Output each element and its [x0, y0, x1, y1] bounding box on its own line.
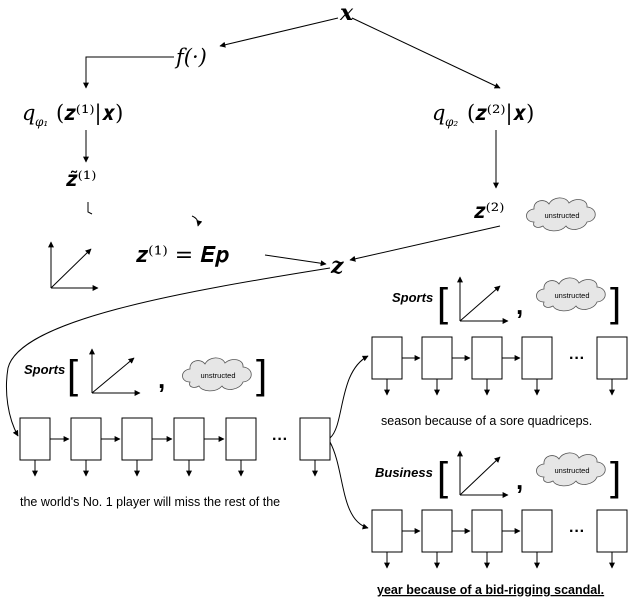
- ellipsis: ···: [569, 523, 585, 540]
- svg-text:unstructed: unstructed: [200, 371, 235, 380]
- decoder-cell: [521, 336, 553, 380]
- edge-x-q2: [351, 17, 501, 89]
- decoder-cell: [521, 509, 553, 553]
- business-axes-icon: [457, 450, 509, 498]
- svg-text:q: q: [432, 101, 445, 125]
- svg-text:φ₁: φ₁: [35, 115, 48, 129]
- decoder-cell: [121, 417, 153, 461]
- sports-topic-label: Sports: [392, 290, 433, 305]
- edge-small-curve: [191, 215, 203, 227]
- business-decoder: ···: [371, 509, 628, 569]
- decoder-cell: [471, 336, 503, 380]
- decoder-cell: [471, 509, 503, 553]
- source-cloud-icon: unstructed: [182, 357, 252, 392]
- z2-node: 𝒛⁽²⁾: [474, 199, 504, 223]
- edge-source-sports: [329, 355, 369, 439]
- decoder-cell: [596, 509, 628, 553]
- sports-condition: Sports [ , unstructed ]: [392, 276, 621, 325]
- svg-text:[: [: [437, 281, 448, 325]
- svg-text:]: ]: [256, 353, 267, 397]
- decoder-cell: [421, 336, 453, 380]
- decoder-cell: [371, 509, 403, 553]
- svg-text:]: ]: [610, 281, 621, 325]
- svg-text:,: ,: [516, 465, 523, 495]
- q2-node: q φ₂ (𝒛⁽²⁾|𝒙): [432, 101, 534, 129]
- svg-text:unstructed: unstructed: [544, 211, 579, 220]
- svg-text:(𝒛⁽²⁾|𝒙): (𝒛⁽²⁾|𝒙): [467, 101, 534, 126]
- sports-sentence: season because of a sore quadriceps.: [381, 414, 592, 428]
- z1-equation: 𝒛⁽¹⁾ = 𝑬𝒑: [136, 243, 229, 268]
- source-condition: Sports [ , unstructed ]: [24, 348, 267, 397]
- business-cloud-icon: unstructed: [536, 452, 606, 487]
- business-topic-label: Business: [375, 465, 433, 480]
- source-topic-label: Sports: [24, 362, 65, 377]
- edge-x-f: [219, 17, 339, 48]
- svg-text:,: ,: [158, 364, 165, 394]
- latent-axes-icon: [48, 241, 99, 291]
- decoder-cell: [70, 417, 102, 461]
- edge-f-q1: [83, 56, 174, 89]
- svg-text:[: [: [437, 455, 448, 499]
- source-sentence: the world's No. 1 player will miss the r…: [20, 495, 280, 509]
- decoder-cell: [596, 336, 628, 380]
- source-decoder: ···: [19, 417, 331, 477]
- edge-z2-z: [349, 225, 501, 262]
- decoder-cell: [225, 417, 257, 461]
- f-node: f(·): [174, 45, 207, 69]
- svg-text:φ₂: φ₂: [445, 115, 458, 129]
- decoder-cell: [173, 417, 205, 461]
- edge-z1tilde-stub: [87, 202, 93, 215]
- svg-text:]: ]: [610, 455, 621, 499]
- decoder-cell: [421, 509, 453, 553]
- ellipsis: ···: [272, 431, 288, 448]
- decoder-cell: [299, 417, 331, 461]
- sports-cloud-icon: unstructed: [536, 277, 606, 312]
- q1-node: q φ₁ (𝒛⁽¹⁾|𝒙): [22, 101, 123, 129]
- sports-axes-icon: [457, 276, 509, 324]
- decoder-cell: [19, 417, 51, 461]
- ellipsis: ···: [569, 350, 585, 367]
- z-node: 𝒛: [330, 253, 344, 279]
- svg-text:[: [: [67, 353, 78, 397]
- svg-text:q: q: [22, 101, 35, 125]
- z1-tilde-node: 𝒛̃⁽¹⁾: [66, 167, 96, 191]
- business-sentence: year because of a bid-rigging scandal.: [377, 583, 604, 597]
- business-condition: Business [ , unstructed ]: [375, 450, 621, 499]
- x-node: 𝒙: [339, 0, 354, 26]
- svg-text:unstructed: unstructed: [554, 291, 589, 300]
- svg-text:unstructed: unstructed: [554, 466, 589, 475]
- sports-decoder: ···: [371, 336, 628, 396]
- unstructured-cloud-top: unstructed: [526, 197, 596, 232]
- edge-source-business: [329, 441, 369, 530]
- svg-text:(𝒛⁽¹⁾|𝒙): (𝒛⁽¹⁾|𝒙): [56, 101, 123, 126]
- source-axes-icon: [89, 348, 141, 396]
- edge-z-source-decoder: [5, 267, 331, 437]
- edge-z1-z: [264, 254, 327, 267]
- decoder-cell: [371, 336, 403, 380]
- svg-text:,: ,: [516, 290, 523, 320]
